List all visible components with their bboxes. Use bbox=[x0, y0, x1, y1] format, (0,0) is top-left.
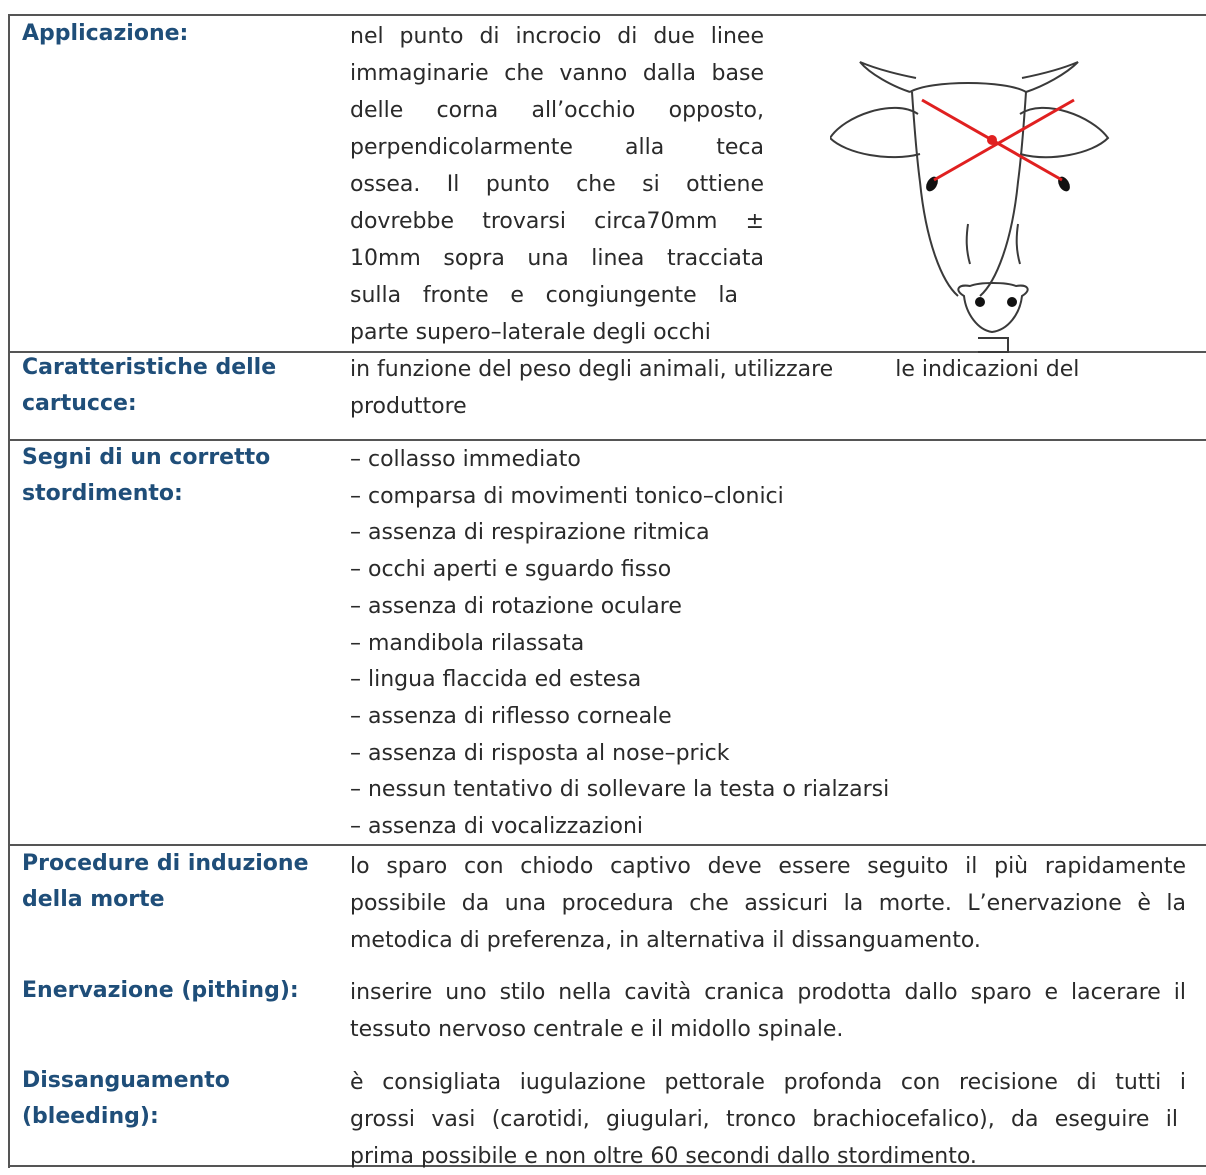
label-line: Caratteristiche delle bbox=[22, 355, 277, 380]
list-item: – assenza di risposta al nose–prick bbox=[350, 740, 730, 766]
text-line: lo sparo con chiodo captivo deve essere … bbox=[350, 854, 1186, 879]
list-item: – comparsa di movimenti tonico–clonici bbox=[350, 483, 784, 509]
text-segment: le indicazioni del bbox=[895, 357, 1080, 382]
text-line: grossi vasi (carotidi, giugulari, tronco… bbox=[350, 1101, 1178, 1138]
list-item: – assenza di riflesso corneale bbox=[350, 703, 672, 729]
list-item: – occhi aperti e sguardo fisso bbox=[350, 557, 672, 583]
row-divider bbox=[8, 439, 1206, 441]
label-line: Enervazione (pithing): bbox=[22, 978, 299, 1003]
text-line: dovrebbe trovarsi circa70mm ± bbox=[350, 209, 764, 234]
text-line: ossea. Il punto che si ottiene bbox=[350, 172, 764, 197]
row-text-procedure: lo sparo con chiodo captivo deve essere … bbox=[350, 848, 1186, 959]
row-label-segni: Segni di un corretto stordimento: bbox=[22, 440, 270, 512]
list-item: – assenza di vocalizzazioni bbox=[350, 814, 644, 840]
row-text-dissanguamento: è consigliata iugulazione pettorale prof… bbox=[350, 1064, 1186, 1175]
row-label-cartucce: Caratteristiche delle cartucce: bbox=[22, 350, 276, 422]
table-left-border bbox=[8, 14, 10, 1168]
text-line: sulla fronte e congiungente la bbox=[350, 277, 738, 314]
list-item: – assenza di rotazione oculare bbox=[350, 593, 682, 619]
text-line: perpendicolarmente alla teca bbox=[350, 135, 764, 160]
row-text-enervazione: inserire uno stilo nella cavità cranica … bbox=[350, 974, 1186, 1048]
row-label-dissanguamento: Dissanguamento (bleeding): bbox=[22, 1063, 230, 1135]
text-line: tessuto nervoso centrale e il midollo sp… bbox=[350, 1017, 844, 1042]
row-label-enervazione: Enervazione (pithing): bbox=[22, 973, 299, 1009]
label-line: cartucce: bbox=[22, 391, 137, 416]
row-text-applicazione: nel punto di incrocio di due linee immag… bbox=[350, 18, 764, 351]
list-item: – mandibola rilassata bbox=[350, 630, 585, 656]
text-line-inner: grossi vasi (carotidi, giugulari, tronco… bbox=[350, 1107, 1178, 1132]
table-top-rule bbox=[8, 14, 1206, 16]
label-line: Applicazione: bbox=[22, 21, 189, 46]
list-item: – assenza di respirazione ritmica bbox=[350, 520, 710, 546]
text-line-inner: sulla fronte e congiungente la bbox=[350, 283, 738, 308]
text-line: inserire uno stilo nella cavità cranica … bbox=[350, 980, 1186, 1005]
text-line: delle corna all’occhio opposto, bbox=[350, 98, 764, 123]
text-segment: in funzione del peso degli animali, util… bbox=[350, 357, 834, 382]
label-line: Segni di un corretto bbox=[22, 445, 271, 470]
list-item: – nessun tentativo di sollevare la testa… bbox=[350, 777, 890, 803]
label-line: Dissanguamento bbox=[22, 1068, 230, 1093]
text-line: possibile da una procedura che assicuri … bbox=[350, 891, 1186, 916]
label-line: della morte bbox=[22, 887, 165, 912]
text-line: 10mm sopra una linea tracciata bbox=[350, 246, 764, 271]
list-item: – lingua flaccida ed estesa bbox=[350, 667, 642, 693]
row-text-segni: – collasso immediato – comparsa di movim… bbox=[350, 442, 889, 846]
row-text-cartucce: in funzione del peso degli animali, util… bbox=[350, 351, 1079, 425]
text-line: in funzione del peso degli animali, util… bbox=[350, 351, 1079, 388]
text-line: produttore bbox=[350, 394, 467, 419]
cow-head-icon bbox=[830, 61, 1110, 353]
text-line: parte supero–laterale degli occhi bbox=[350, 320, 711, 345]
text-line: immaginarie che vanno dalla base bbox=[350, 61, 764, 86]
label-line: (bleeding): bbox=[22, 1104, 159, 1129]
row-label-procedure: Procedure di induzione della morte bbox=[22, 846, 309, 918]
row-divider bbox=[8, 351, 1206, 353]
row-label-applicazione: Applicazione: bbox=[22, 16, 188, 52]
label-line: stordimento: bbox=[22, 481, 183, 506]
list-item: – collasso immediato bbox=[350, 447, 581, 472]
text-line: metodica di preferenza, in alternativa i… bbox=[350, 928, 981, 953]
text-line: prima possibile e non oltre 60 secondi d… bbox=[350, 1144, 977, 1169]
row-divider bbox=[8, 844, 1206, 846]
text-line: nel punto di incrocio di due linee bbox=[350, 24, 764, 49]
text-line: è consigliata iugulazione pettorale prof… bbox=[350, 1070, 1186, 1095]
label-line: Procedure di induzione bbox=[22, 851, 309, 876]
table-bottom-rule bbox=[8, 1165, 1206, 1167]
